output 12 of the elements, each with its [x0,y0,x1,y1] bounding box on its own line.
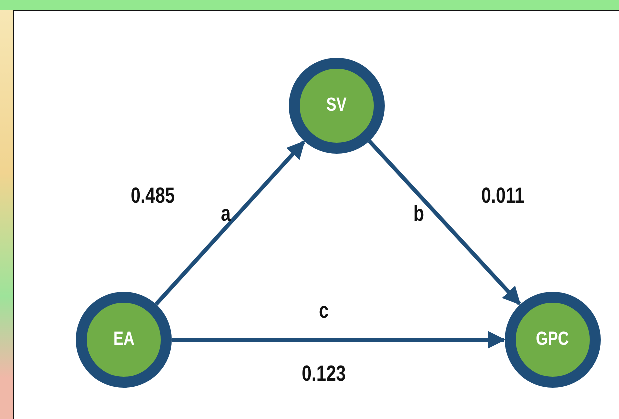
arrow [368,140,522,306]
arrow [154,140,306,306]
node-label: GPC [536,329,570,351]
edge-label: b [414,201,424,227]
arrow [172,331,506,349]
node-label: SV [326,95,348,117]
edge-label: a [221,201,231,227]
coefficient-value: 0.011 [481,183,525,209]
coefficient-value: 0.485 [130,183,176,209]
coefficient-value: 0.123 [302,361,346,387]
node-label: EA [113,329,135,351]
edge-label: c [319,298,329,324]
